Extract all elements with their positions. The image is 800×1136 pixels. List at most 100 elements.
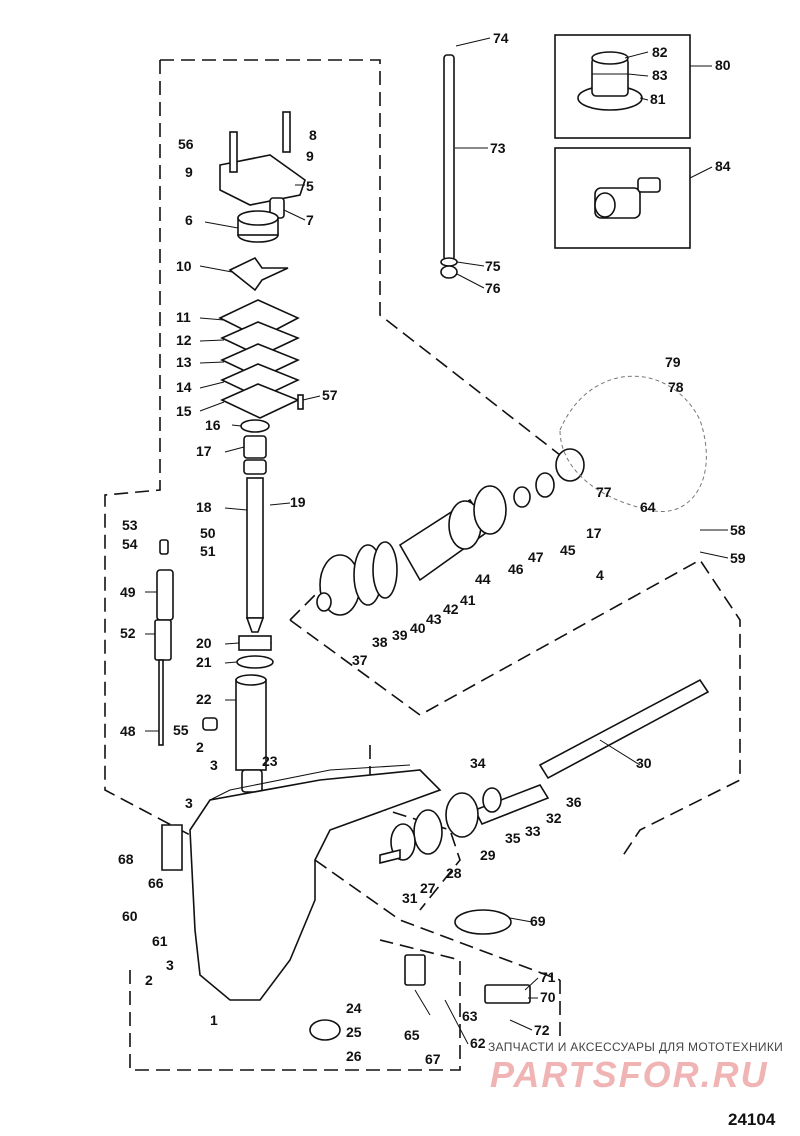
callout-label: 7 — [306, 212, 314, 228]
callout-label: 60 — [122, 908, 138, 924]
callout-label: 56 — [178, 136, 194, 152]
callout-label: 6 — [185, 212, 193, 228]
callout-label: 71 — [540, 969, 556, 985]
callout-label: 31 — [402, 890, 418, 906]
callout-label: 37 — [352, 652, 368, 668]
callout-label: 78 — [668, 379, 684, 395]
callout-label: 40 — [410, 620, 426, 636]
callout-label: 1 — [210, 1012, 218, 1028]
callout-label: 14 — [176, 379, 192, 395]
callout-label: 9 — [185, 164, 193, 180]
shift-rod-parts — [154, 539, 218, 746]
callout-labels: 1 2 2 3 3 3 4 5 6 7 8 9 9 10 11 12 13 14… — [118, 30, 746, 1067]
callout-label: 22 — [196, 691, 212, 707]
callout-label: 83 — [652, 67, 668, 83]
callout-label: 49 — [120, 584, 136, 600]
callout-label: 8 — [309, 127, 317, 143]
callout-label: 9 — [306, 148, 314, 164]
callout-label: 16 — [205, 417, 221, 433]
callout-label: 17 — [586, 525, 602, 541]
inset-boxes — [554, 34, 691, 249]
callout-label: 25 — [346, 1024, 362, 1040]
callout-label: 3 — [210, 757, 218, 773]
callout-label: 59 — [730, 550, 746, 566]
gearcase-housing — [161, 764, 531, 1041]
figure-number: 24104 — [728, 1110, 776, 1129]
callout-label: 79 — [665, 354, 681, 370]
callout-label: 76 — [485, 280, 501, 296]
callout-label: 46 — [508, 561, 524, 577]
callout-label: 3 — [185, 795, 193, 811]
callout-label: 17 — [196, 443, 212, 459]
callout-label: 2 — [196, 739, 204, 755]
callout-label: 23 — [262, 753, 278, 769]
assembly-outline-dashed — [104, 59, 741, 1071]
callout-label: 74 — [493, 30, 509, 46]
callout-label: 64 — [640, 499, 656, 515]
callout-label: 65 — [404, 1027, 420, 1043]
callout-label: 32 — [546, 810, 562, 826]
callout-label: 61 — [152, 933, 168, 949]
callout-label: 48 — [120, 723, 136, 739]
callout-label: 73 — [490, 140, 506, 156]
callout-label: 51 — [200, 543, 216, 559]
callout-label: 38 — [372, 634, 388, 650]
output-shaft-parts — [379, 678, 710, 935]
callout-label: 50 — [200, 525, 216, 541]
callout-label: 72 — [534, 1022, 550, 1038]
callout-label: 58 — [730, 522, 746, 538]
callout-label: 84 — [715, 158, 731, 174]
callout-label: 70 — [540, 989, 556, 1005]
callout-label: 33 — [525, 823, 541, 839]
callout-label: 13 — [176, 354, 192, 370]
callout-label: 29 — [480, 847, 496, 863]
propshaft-assembly — [316, 448, 585, 616]
callout-label: 77 — [596, 484, 612, 500]
watermark-caption: ЗАПЧАСТИ И АКСЕССУАРЫ ДЛЯ МОТОТЕХНИКИ — [488, 1040, 784, 1054]
callout-label: 36 — [566, 794, 582, 810]
callout-label: 35 — [505, 830, 521, 846]
callout-label: 15 — [176, 403, 192, 419]
callout-label: 19 — [290, 494, 306, 510]
callout-label: 55 — [173, 722, 189, 738]
callout-label: 2 — [145, 972, 153, 988]
callout-label: 24 — [346, 1000, 362, 1016]
propeller-outline — [559, 375, 707, 512]
callout-label: 68 — [118, 851, 134, 867]
water-pump-parts — [218, 111, 306, 419]
callout-label: 27 — [420, 880, 436, 896]
callout-label: 41 — [460, 592, 476, 608]
callout-label: 81 — [650, 91, 666, 107]
watermark-logo: PARTSFOR.RU — [490, 1054, 769, 1095]
callout-label: 57 — [322, 387, 338, 403]
callout-label: 44 — [475, 571, 491, 587]
callout-label: 54 — [122, 536, 138, 552]
callout-label: 4 — [596, 567, 604, 583]
callout-label: 80 — [715, 57, 731, 73]
driveshaft-parts — [235, 419, 274, 793]
callout-label: 3 — [166, 957, 174, 973]
callout-label: 10 — [176, 258, 192, 274]
callout-label: 11 — [176, 309, 191, 325]
callout-label: 21 — [196, 654, 212, 670]
callout-label: 43 — [426, 611, 442, 627]
callout-label: 26 — [346, 1048, 362, 1064]
callout-label: 12 — [176, 332, 192, 348]
leader-lines — [145, 37, 729, 1045]
callout-label: 82 — [652, 44, 668, 60]
callout-label: 69 — [530, 913, 546, 929]
callout-label: 20 — [196, 635, 212, 651]
callout-label: 67 — [425, 1051, 441, 1067]
callout-label: 53 — [122, 517, 138, 533]
callout-label: 47 — [528, 549, 544, 565]
callout-label: 42 — [443, 601, 459, 617]
callout-label: 18 — [196, 499, 212, 515]
water-tube — [440, 54, 458, 279]
callout-label: 62 — [470, 1035, 486, 1051]
callout-label: 28 — [446, 865, 462, 881]
callout-label: 63 — [462, 1008, 478, 1024]
callout-label: 39 — [392, 627, 408, 643]
callout-label: 34 — [470, 755, 486, 771]
callout-label: 52 — [120, 625, 136, 641]
